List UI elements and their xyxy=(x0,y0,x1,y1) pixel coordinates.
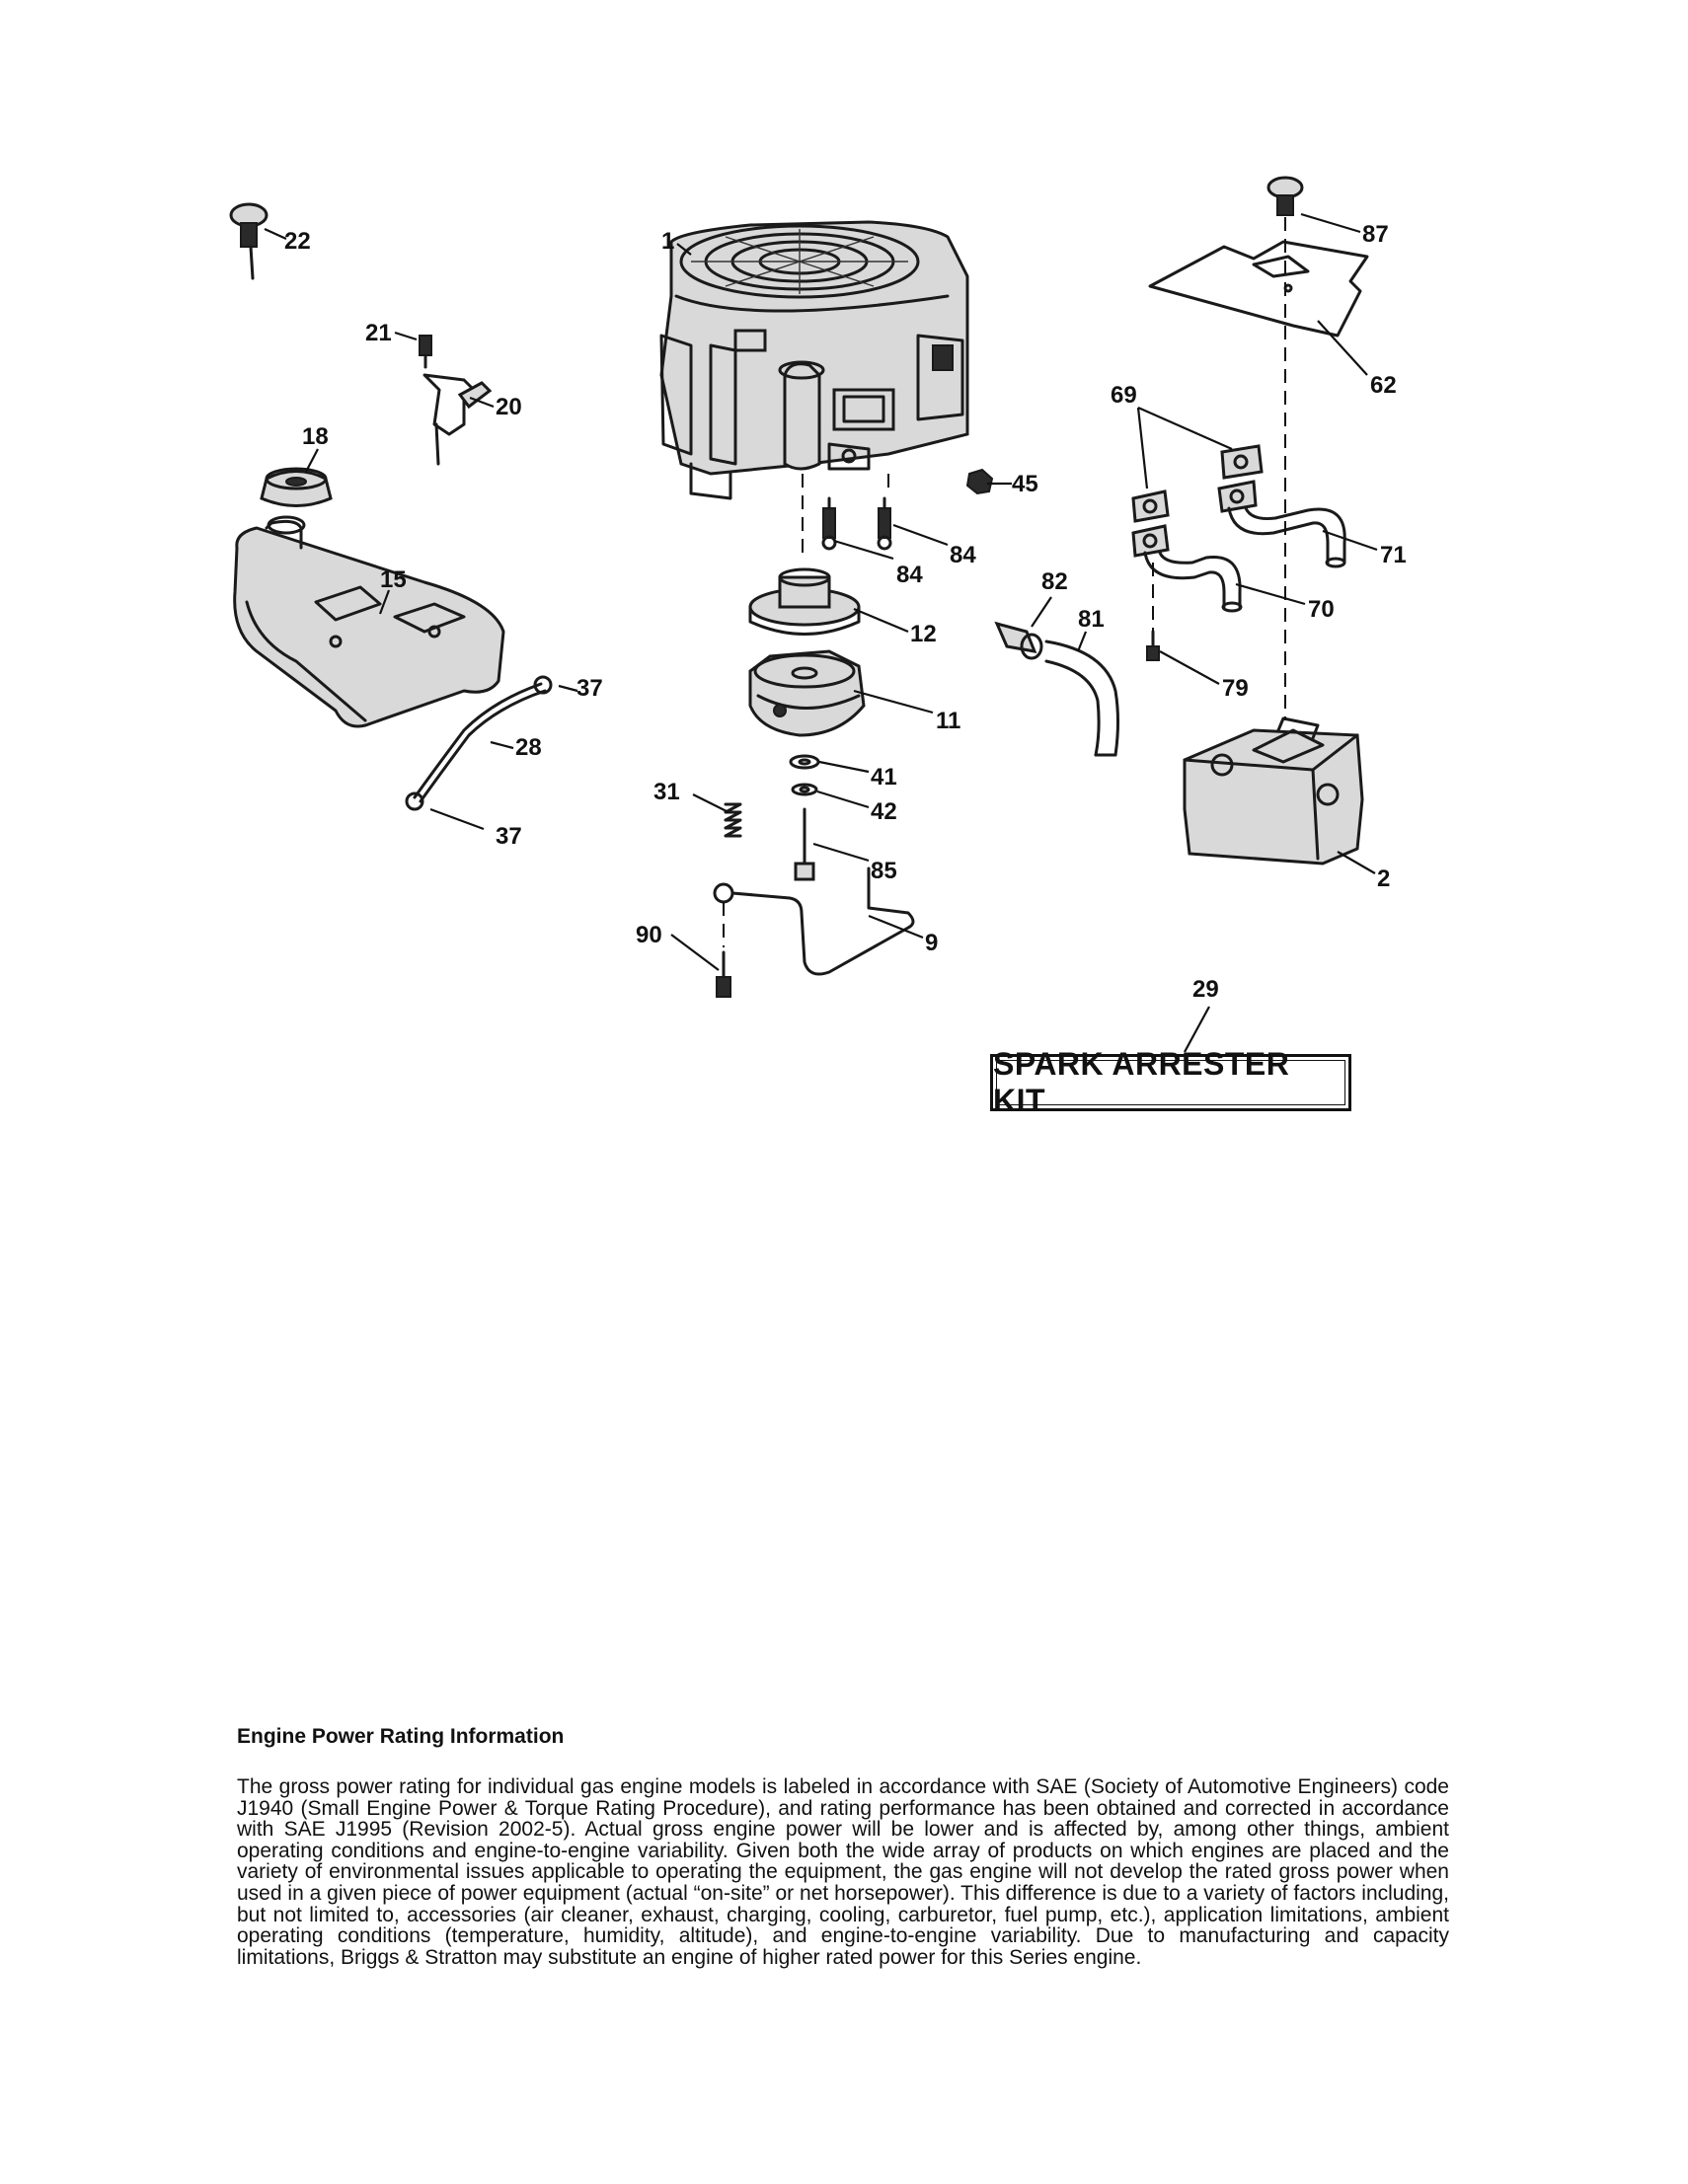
part-85-bolt xyxy=(794,807,815,881)
callout-2: 2 xyxy=(1377,866,1390,892)
callout-28: 28 xyxy=(515,734,542,761)
callout-labels: 22 21 20 18 15 37 28 37 1 45 84 84 12 11… xyxy=(284,221,1407,1003)
spark-arrester-kit-label: SPARK ARRESTER KIT xyxy=(990,1046,1351,1118)
part-79-screw xyxy=(1146,630,1160,661)
callout-45: 45 xyxy=(1012,471,1038,497)
callout-1: 1 xyxy=(661,228,674,255)
callout-9: 9 xyxy=(925,930,938,956)
part-31-spring xyxy=(724,802,742,838)
callout-29: 29 xyxy=(1192,976,1219,1003)
part-20-21-bracket xyxy=(419,335,493,466)
info-body: The gross power rating for individual ga… xyxy=(237,1775,1449,1969)
callout-90: 90 xyxy=(636,922,662,948)
callout-20: 20 xyxy=(496,394,522,420)
callout-41: 41 xyxy=(871,764,897,791)
callout-79: 79 xyxy=(1222,675,1249,702)
callout-69: 69 xyxy=(1111,382,1137,409)
part-87-knob xyxy=(1266,176,1304,216)
part-90-bolt xyxy=(716,950,731,998)
callout-81: 81 xyxy=(1078,606,1105,633)
callout-31: 31 xyxy=(653,779,680,805)
part-2-muffler xyxy=(1183,716,1364,866)
callout-37-upper: 37 xyxy=(576,675,603,702)
part-70-exhaust-pipe xyxy=(1143,551,1243,613)
leader-lines xyxy=(264,212,1378,1053)
part-12-pulley xyxy=(748,567,861,636)
callout-85: 85 xyxy=(871,858,897,884)
part-22-knob xyxy=(229,202,269,280)
callout-21: 21 xyxy=(365,320,392,346)
callout-84-lower: 84 xyxy=(896,562,923,588)
callout-62: 62 xyxy=(1370,372,1397,399)
callout-11: 11 xyxy=(936,708,960,734)
part-69-gaskets xyxy=(1131,444,1264,558)
part-28-fuel-line xyxy=(405,675,553,811)
callout-37-lower: 37 xyxy=(496,823,522,850)
part-81-hose xyxy=(1044,640,1119,757)
part-82-fitting xyxy=(994,621,1043,660)
part-11-clutch xyxy=(748,649,866,737)
part-84-bolts xyxy=(821,496,892,551)
callout-22: 22 xyxy=(284,228,311,255)
part-45-nut xyxy=(965,468,994,495)
exploded-parts-diagram: 22 21 20 18 15 37 28 37 1 45 84 84 12 11… xyxy=(229,176,1407,1053)
part-71-exhaust-pipe xyxy=(1227,506,1346,568)
part-62-shield xyxy=(1148,240,1369,338)
part-1-engine xyxy=(659,220,969,500)
callout-82: 82 xyxy=(1041,568,1068,595)
engine-power-rating-section: Engine Power Rating Information The gros… xyxy=(237,1725,1449,1968)
part-41-42-washers xyxy=(789,754,820,796)
callout-84-upper: 84 xyxy=(950,542,976,568)
callout-70: 70 xyxy=(1308,596,1335,623)
callout-87: 87 xyxy=(1362,221,1389,248)
callout-15: 15 xyxy=(380,566,407,593)
callout-71: 71 xyxy=(1380,542,1407,568)
callout-42: 42 xyxy=(871,798,897,825)
info-heading: Engine Power Rating Information xyxy=(237,1725,565,1748)
part-18-fuel-cap xyxy=(260,467,333,507)
callout-12: 12 xyxy=(910,621,937,647)
part-15-fuel-tank xyxy=(233,515,505,728)
callout-18: 18 xyxy=(302,423,329,450)
